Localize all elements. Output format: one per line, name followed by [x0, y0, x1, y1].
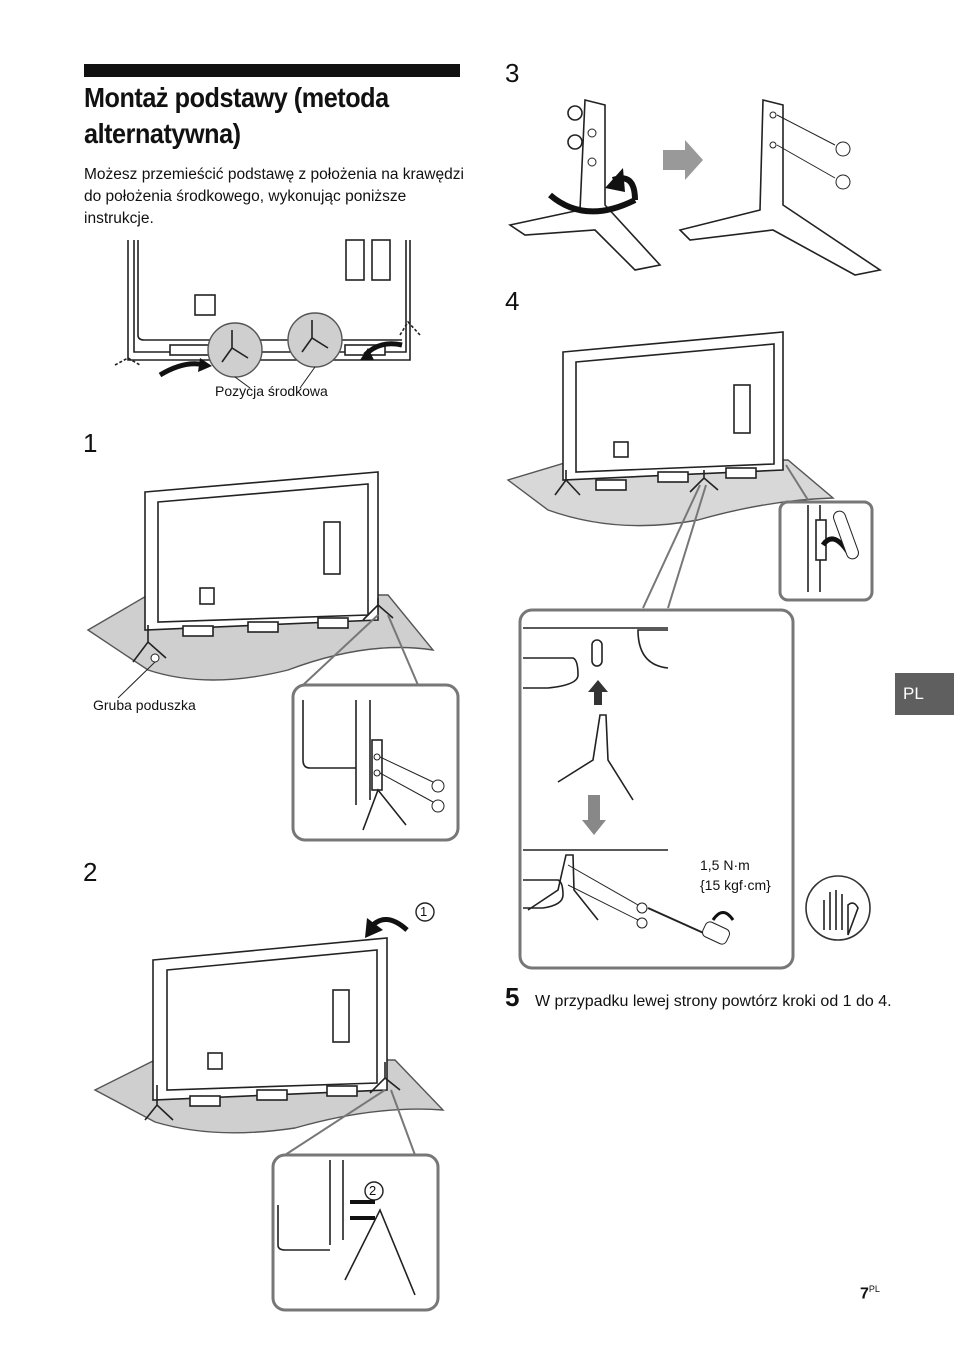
- step-1-label: Gruba poduszka: [93, 697, 196, 713]
- center-position-caption: Pozycja środkowa: [215, 383, 328, 399]
- step-2-callout-2: 2: [369, 1183, 377, 1198]
- language-tab: PL: [895, 673, 954, 715]
- step-5-number: 5: [505, 982, 520, 1012]
- step-1-illustration: [86, 471, 460, 842]
- torque-value: 1,5 N·m {15 kgf·cm}: [700, 857, 771, 893]
- step-5-text: W przypadku lewej strony powtórz kroki o…: [535, 993, 892, 1010]
- step-3-number: 3: [505, 58, 520, 88]
- intro-text: Możesz przemieścić podstawę z położenia …: [84, 166, 464, 227]
- step-3-illustration: [507, 98, 883, 276]
- step-4-number: 4: [505, 286, 520, 316]
- section-rule: [84, 64, 460, 77]
- step-4-illustration: [506, 331, 874, 970]
- step-2-number: 2: [83, 857, 98, 887]
- step-2-callout-1: 1: [420, 904, 428, 919]
- section-title: Montaż podstawy (metoda alternatywna): [84, 82, 389, 149]
- page-number: 7PL: [860, 1284, 880, 1303]
- step-2-illustration: [93, 902, 445, 1312]
- step-1-number: 1: [83, 428, 98, 458]
- center-position-illustration: [114, 239, 421, 389]
